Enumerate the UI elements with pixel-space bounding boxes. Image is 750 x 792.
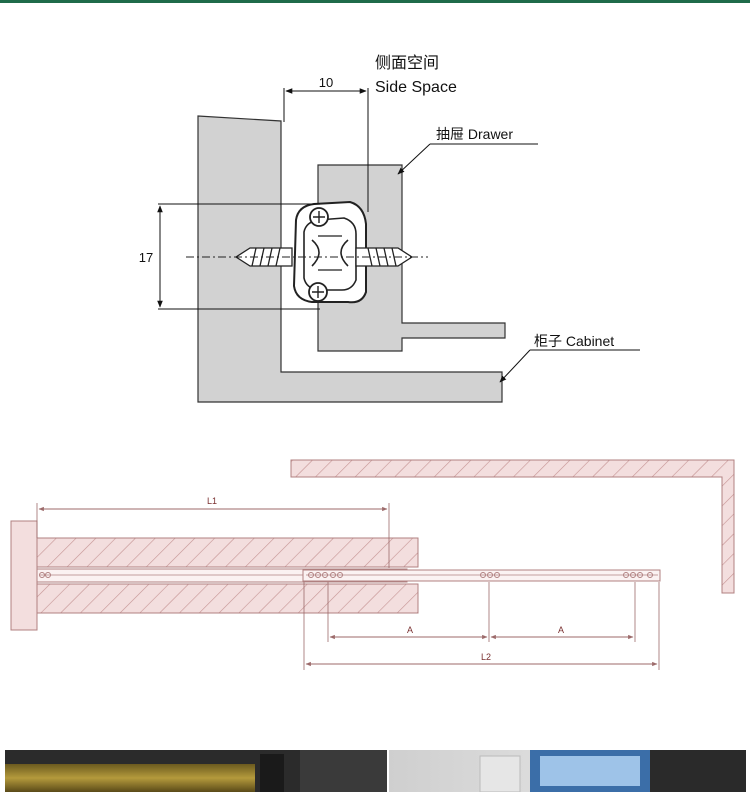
l1-label: L1: [207, 496, 217, 506]
product-photo-right: [389, 750, 746, 792]
slide-rail-extended: [302, 569, 661, 582]
side-space-title-en: Side Space: [375, 79, 457, 96]
height-value: 17: [139, 250, 153, 265]
rail-mounting-holes: [39, 572, 653, 578]
cabinet-wall: [197, 115, 503, 403]
side-space-value: 10: [319, 75, 333, 90]
side-section-diagram: 17 10 侧面空间 Side Space 抽屉 Drawer 柜子 Cabin…: [139, 54, 640, 403]
a-dimensions: A A: [327, 582, 636, 642]
product-photo-left: [5, 750, 387, 792]
side-space-dimension: 10: [283, 75, 369, 212]
slide-profile: [292, 200, 367, 304]
a-label-second: A: [558, 625, 564, 635]
drawer-panel-top: [36, 537, 419, 568]
top-accent-bar: [0, 0, 750, 3]
drawer-callout: 抽屉 Drawer: [397, 126, 538, 175]
cabinet-label: 柜子 Cabinet: [534, 333, 614, 349]
upper-cabinet-panel: [290, 459, 735, 594]
height-dimension: 17: [139, 203, 320, 310]
end-cap-block: [10, 520, 38, 631]
cabinet-callout: 柜子 Cabinet: [499, 333, 640, 383]
photo-strip: [5, 750, 746, 792]
side-space-title-cn: 侧面空间: [375, 54, 439, 72]
drawer-label: 抽屉 Drawer: [436, 126, 513, 142]
l2-label: L2: [481, 652, 491, 662]
length-diagram: L1 A A L2: [10, 459, 735, 670]
drawer-panel: [317, 164, 506, 352]
l2-dimension: L2: [303, 582, 660, 670]
drawer-panel-bottom: [36, 583, 419, 614]
a-label-first: A: [407, 625, 413, 635]
l1-dimension: L1: [36, 496, 390, 568]
